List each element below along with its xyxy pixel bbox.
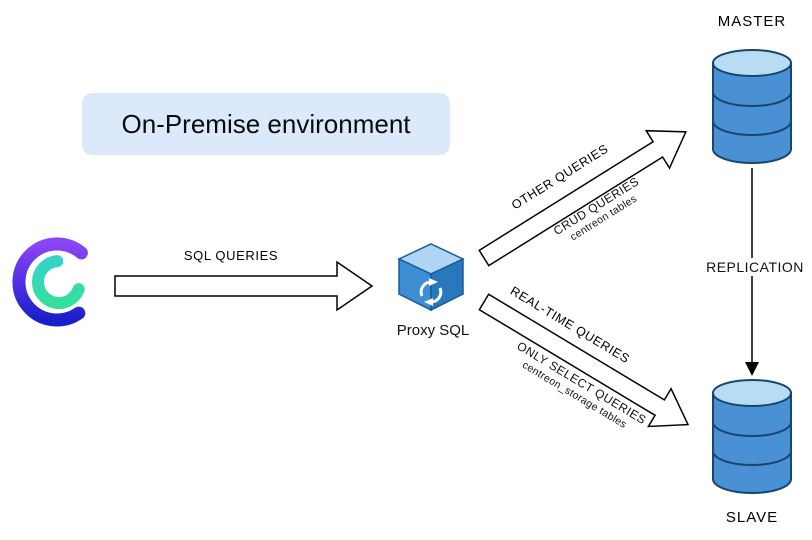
db-band: [712, 450, 792, 466]
environment-box-label: On-Premise environment: [121, 108, 411, 139]
db-body: [712, 62, 792, 164]
realtime-queries-arrow: [478, 293, 690, 428]
select-queries-label: ONLY SELECT QUERIES: [514, 338, 649, 428]
other-queries-arrow: [478, 129, 687, 267]
db-top: [712, 379, 792, 407]
slave-label: SLAVE: [725, 509, 779, 526]
select-queries-block: ONLY SELECT QUERIES centreon_storage tab…: [498, 333, 658, 445]
logo-outer-arc: [12, 237, 88, 327]
sql-queries-label: SQL QUERIES: [183, 248, 279, 263]
db-band: [712, 421, 792, 437]
centreon-logo: [12, 237, 88, 327]
replication-arrowhead: [745, 362, 759, 376]
master-label: MASTER: [717, 13, 787, 30]
db-band: [712, 120, 792, 136]
slave-database-icon: [712, 379, 792, 494]
proxy-sql-cube-icon: [397, 243, 465, 312]
master-database-icon: [712, 49, 792, 164]
crud-queries-label: CRUD QUERIES: [550, 174, 642, 238]
sql-queries-arrow: [114, 260, 374, 312]
db-body: [712, 392, 792, 494]
sync-arrows-icon: [419, 278, 443, 306]
environment-box: On-Premise environment: [82, 93, 450, 155]
crud-queries-block: CRUD QUERIES centreon tables: [520, 155, 679, 269]
db-band: [712, 91, 792, 107]
logo-inner-arc: [32, 255, 85, 310]
replication-label: REPLICATION: [698, 258, 812, 276]
db-top: [712, 49, 792, 77]
proxy-sql-label: Proxy SQL: [396, 322, 470, 339]
